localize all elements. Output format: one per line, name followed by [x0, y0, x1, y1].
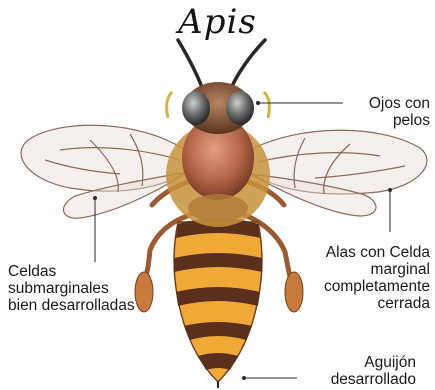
- label-cells: Celdas submarginales bien desarrolladas: [8, 263, 158, 314]
- label-eyes: Ojos con pelos: [342, 95, 430, 129]
- left-eye: [182, 91, 210, 125]
- right-wing: [250, 130, 427, 216]
- label-sting: Aguijón desarrollado: [296, 354, 416, 388]
- left-wing: [21, 125, 188, 218]
- label-wings: Alas con Celda marginal completamente ce…: [300, 244, 430, 312]
- right-eye: [226, 91, 254, 125]
- abdomen: [174, 218, 262, 388]
